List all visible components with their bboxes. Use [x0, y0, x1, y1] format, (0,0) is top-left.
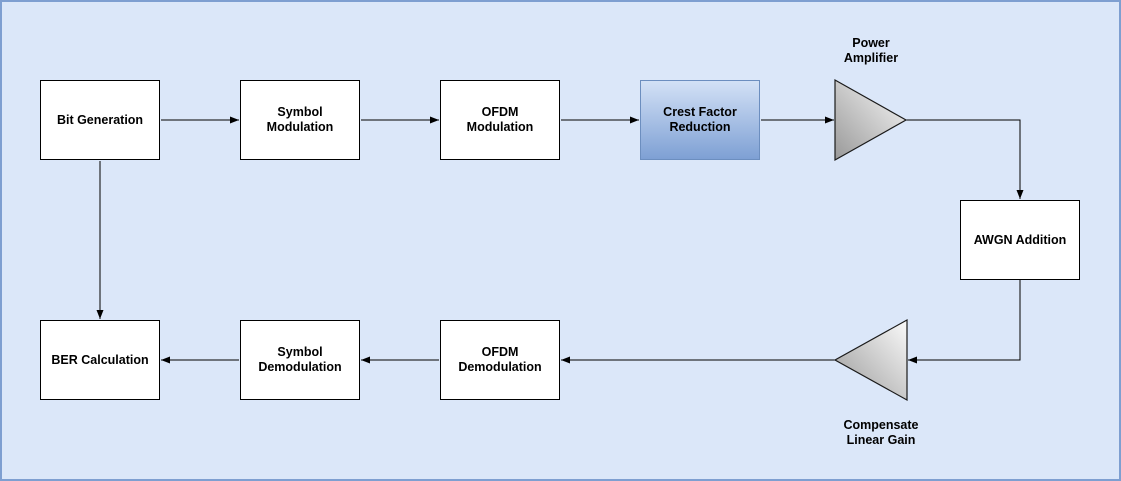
- block-ofdm-modulation[interactable]: OFDM Modulation: [440, 80, 560, 160]
- compensate-linear-gain-triangle[interactable]: [833, 318, 908, 402]
- block-awgn-addition-label: AWGN Addition: [973, 232, 1067, 247]
- power-amplifier-label: Power Amplifier: [843, 36, 899, 65]
- block-ofdm-demodulation-label: OFDM Demodulation: [458, 345, 542, 374]
- block-symbol-modulation[interactable]: Symbol Modulation: [240, 80, 360, 160]
- block-symbol-modulation-label: Symbol Modulation: [266, 105, 334, 134]
- block-crest-factor-reduction[interactable]: Crest Factor Reduction: [640, 80, 760, 160]
- block-ber-calculation[interactable]: BER Calculation: [40, 320, 160, 400]
- block-awgn-addition[interactable]: AWGN Addition: [960, 200, 1080, 280]
- power-amplifier-gain-triangle[interactable]: [834, 78, 908, 162]
- connector-awgn-to-compensate[interactable]: [908, 280, 1021, 364]
- block-ber-calculation-label: BER Calculation: [51, 352, 149, 367]
- compensate-linear-gain-label: Compensate Linear Gain: [843, 418, 919, 447]
- block-ofdm-demodulation[interactable]: OFDM Demodulation: [440, 320, 560, 400]
- connector-pa-to-awgn[interactable]: [906, 119, 1024, 199]
- block-bit-generation[interactable]: Bit Generation: [40, 80, 160, 160]
- block-bit-generation-label: Bit Generation: [56, 112, 144, 127]
- block-symbol-demodulation[interactable]: Symbol Demodulation: [240, 320, 360, 400]
- block-crest-factor-reduction-label: Crest Factor Reduction: [663, 105, 737, 134]
- block-ofdm-modulation-label: OFDM Modulation: [466, 105, 534, 134]
- block-symbol-demodulation-label: Symbol Demodulation: [258, 345, 342, 374]
